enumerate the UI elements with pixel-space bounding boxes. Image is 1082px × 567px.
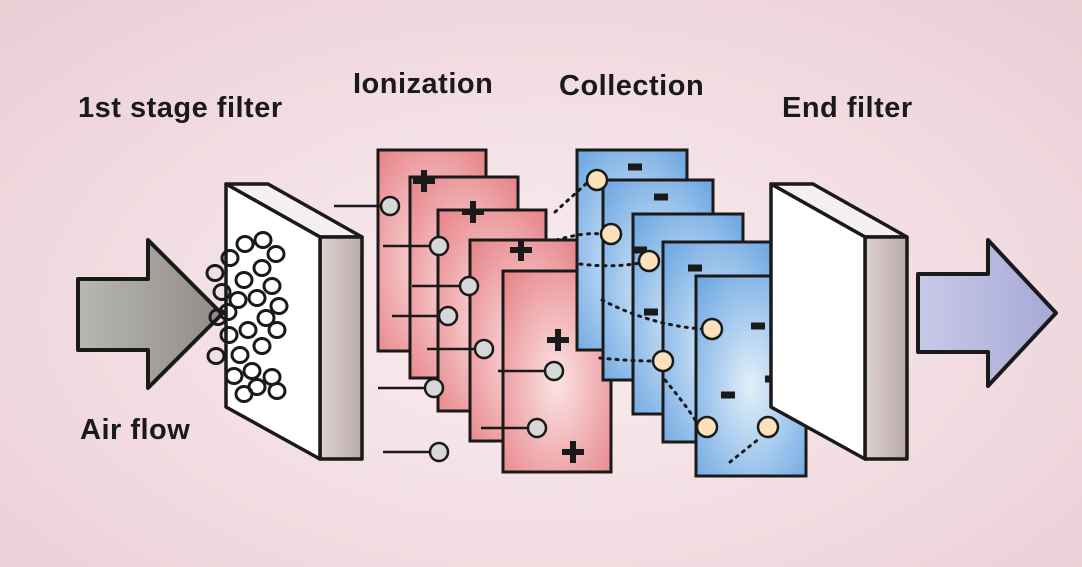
dust-particle (253, 231, 273, 249)
particle (423, 377, 445, 399)
dotted-path (553, 180, 590, 214)
dust-particle (206, 347, 226, 365)
dust-particle (238, 321, 258, 339)
outlet-arrow (916, 238, 1058, 388)
dust-particle (228, 291, 248, 309)
dust-particle (208, 308, 228, 326)
trapped-particles (205, 231, 289, 403)
ionization-plates (334, 148, 613, 474)
particle (473, 338, 495, 360)
charged-particle (651, 349, 675, 373)
dust-particle (205, 264, 225, 282)
particle (428, 441, 450, 463)
charged-particle (585, 168, 609, 192)
minus-icon (633, 246, 647, 254)
charged-particle (756, 415, 780, 439)
dust-particle (224, 367, 244, 385)
dust-particle (220, 249, 240, 267)
dust-particle (212, 283, 232, 301)
charged-particle (637, 249, 661, 273)
first-stage-filter-label: 1st stage filter (78, 92, 283, 124)
particle (428, 235, 450, 257)
particle (379, 195, 401, 217)
minus-icon (654, 193, 668, 201)
dust-particle (266, 245, 286, 263)
particle-paths (553, 180, 762, 464)
dotted-path (554, 232, 602, 242)
dust-particle (267, 321, 287, 339)
plus-icon (555, 329, 561, 351)
minus-icon (721, 391, 735, 399)
charged-particle (695, 415, 719, 439)
dust-particle (218, 303, 238, 321)
collection-label: Collection (559, 70, 705, 102)
particle (526, 417, 548, 439)
plus-icon (518, 239, 524, 261)
minus-icon (751, 322, 765, 330)
dotted-path (598, 356, 655, 363)
ionization-label: Ionization (353, 68, 494, 100)
dust-particle (247, 289, 267, 307)
dust-particle (252, 337, 272, 355)
charged-particle (700, 317, 724, 341)
air-flow-label: Air flow (80, 414, 191, 446)
end-filter-label: End filter (782, 92, 913, 124)
dust-particle (242, 362, 262, 380)
dust-particle (234, 385, 254, 403)
inlet-arrow (76, 238, 224, 390)
dust-particle (269, 297, 289, 315)
minus-icon (688, 264, 702, 272)
particle (437, 305, 459, 327)
end-filter (769, 182, 909, 461)
dust-particle (230, 346, 250, 364)
dust-particle (235, 235, 255, 253)
dust-particle (234, 271, 254, 289)
dust-particle (219, 326, 239, 344)
dotted-path (600, 298, 704, 331)
plus-icon (570, 441, 576, 463)
plus-icon (470, 201, 476, 223)
dotted-path (728, 436, 762, 464)
plus-icon (421, 170, 427, 192)
dotted-path (578, 261, 642, 268)
particle (458, 275, 480, 297)
dust-particle (256, 309, 276, 327)
dust-particle (252, 259, 272, 277)
charged-particle (599, 222, 623, 246)
minus-icon (644, 308, 658, 316)
particle (543, 360, 565, 382)
dotted-path (663, 378, 700, 427)
minus-icon (628, 163, 642, 171)
dust-particle (262, 277, 282, 295)
dust-particle (267, 382, 287, 400)
